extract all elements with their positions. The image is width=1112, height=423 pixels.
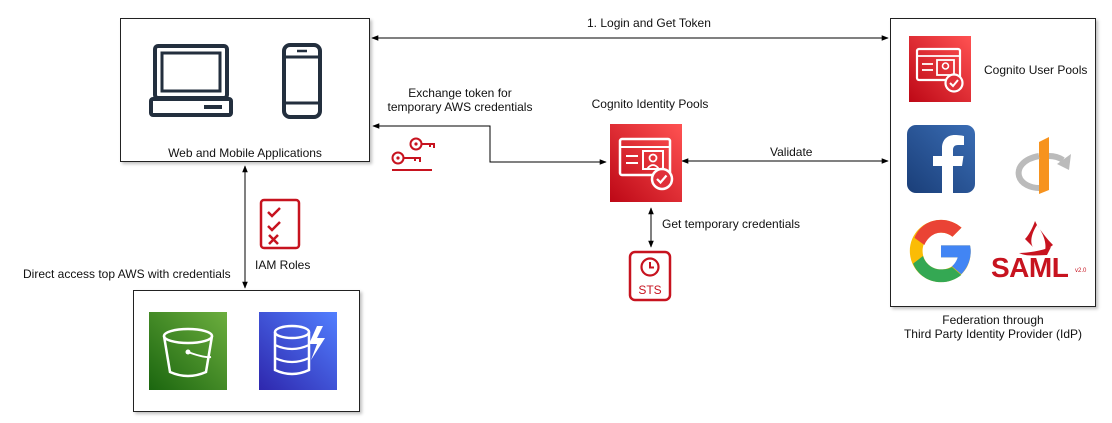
facebook-icon: [907, 125, 975, 193]
federation-box: Cognito User Pools SAML v2.0: [890, 18, 1096, 307]
user-pools-label: Cognito User Pools: [984, 63, 1088, 77]
saml-icon: SAML v2.0: [989, 217, 1087, 287]
identity-pools-label: Cognito Identity Pools: [591, 97, 709, 111]
s3-bucket-icon: [149, 312, 227, 390]
sts-icon: STS: [628, 250, 672, 302]
desktop-icon: [149, 44, 233, 117]
keys-icon: [391, 137, 435, 171]
saml-text: SAML: [991, 252, 1069, 283]
login-label: 1. Login and Get Token: [587, 16, 711, 30]
iam-roles-label: IAM Roles: [255, 258, 311, 272]
web-mobile-apps-label: Web and Mobile Applications: [168, 146, 322, 160]
dynamodb-icon: [259, 312, 337, 390]
exchange-connector: [372, 123, 607, 165]
sts-label: STS: [638, 283, 662, 297]
cognito-user-pool-icon: [909, 36, 971, 102]
aws-resources-box: [133, 290, 360, 412]
exchange-label-line2: temporary AWS credentials: [387, 100, 533, 114]
google-icon: [909, 219, 971, 283]
get-temp-label: Get temporary credentials: [662, 217, 801, 231]
exchange-label-line1: Exchange token for: [408, 86, 512, 100]
mobile-phone-icon: [282, 43, 322, 119]
web-mobile-apps-box: Web and Mobile Applications: [120, 18, 370, 162]
iam-roles-checklist-icon: [259, 198, 301, 250]
validate-label: Validate: [770, 145, 813, 159]
openid-icon: [1015, 137, 1071, 194]
direct-access-label: Direct access top AWS with credentials: [23, 267, 231, 281]
cognito-identity-pool-icon: [610, 124, 682, 202]
federation-caption-line1: Federation through: [942, 313, 1044, 327]
saml-version: v2.0: [1075, 268, 1087, 274]
federation-caption-line2: Third Party Identity Provider (IdP): [903, 327, 1083, 341]
